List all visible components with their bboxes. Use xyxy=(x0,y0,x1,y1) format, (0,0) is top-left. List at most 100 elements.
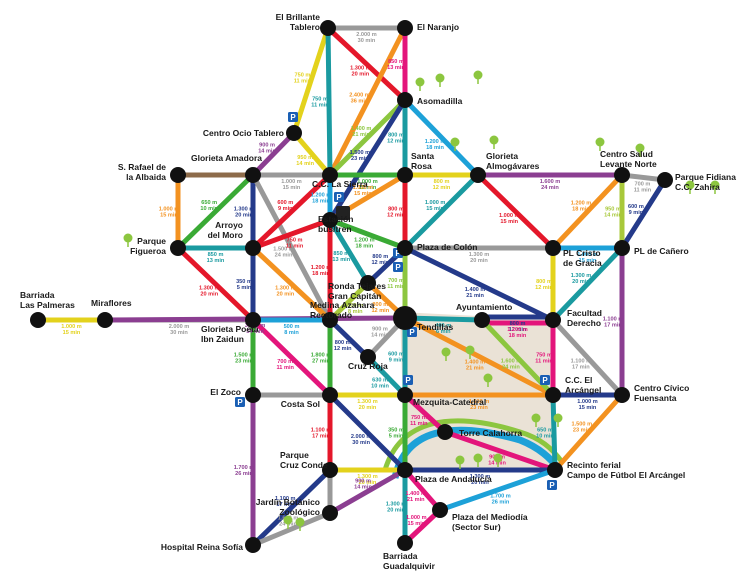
segment-distance-label: 1.100 m17 min xyxy=(571,359,592,371)
tree-icon xyxy=(474,454,483,463)
station-botanico[interactable] xyxy=(322,505,338,521)
station-almogavares[interactable] xyxy=(470,167,486,183)
station-miraflores[interactable] xyxy=(97,312,113,328)
segment-distance-label: 750 m11 min xyxy=(535,353,553,365)
segment-distance-label: 800 m12 min xyxy=(387,207,405,219)
parking-symbol: P xyxy=(395,263,401,272)
station-ayuntamiento[interactable] xyxy=(474,312,490,328)
station-cristo[interactable] xyxy=(545,240,561,256)
station-colon[interactable] xyxy=(397,240,413,256)
segment-distance-label: 600 m9 min xyxy=(628,204,644,216)
station-naranjo[interactable] xyxy=(397,20,413,36)
station-sofia[interactable] xyxy=(245,537,261,553)
segment-distance-label: 1.100 m17 min xyxy=(603,317,624,329)
parking-symbol: P xyxy=(409,328,415,337)
segment-distance-label: 1.300 m20 min xyxy=(350,66,371,78)
segment-distance-label: 2.000 m30 min xyxy=(351,434,372,446)
station-guadalquivir[interactable] xyxy=(397,535,413,551)
segment-distance-label: 350 m5 min xyxy=(236,279,252,291)
station-brillante[interactable] xyxy=(320,20,336,36)
segment-distance-label: 1.000 m15 min xyxy=(61,324,82,336)
station-tendillas[interactable] xyxy=(393,306,417,330)
segment-distance-label: 800 m12 min xyxy=(387,133,405,145)
station-costasol[interactable] xyxy=(322,387,338,403)
station-figueroa[interactable] xyxy=(170,240,186,256)
station-andalucia[interactable] xyxy=(397,462,413,478)
tree-icon xyxy=(596,138,605,147)
segment-distance-label: 1.700 m26 min xyxy=(234,465,255,477)
station-mezquita[interactable] xyxy=(397,387,413,403)
station-levante[interactable] xyxy=(614,167,630,183)
station-label-tejares: Ronda TejaresGran Capitán xyxy=(328,281,386,301)
station-label-canero: PL de Cañero xyxy=(634,246,689,256)
parking-symbol: P xyxy=(290,113,296,122)
segment-distance-label: 750 m11 min xyxy=(286,237,304,249)
station-label-tendillas: Tendillas xyxy=(417,322,453,332)
segment-distance-label: 1.500 m23 min xyxy=(572,422,593,434)
station-zoco[interactable] xyxy=(245,387,261,403)
station-label-costasol: Costa Sol xyxy=(281,399,320,409)
station-ferial[interactable] xyxy=(547,462,563,478)
station-label-guadalquivir: BarriadaGuadalquivir xyxy=(383,551,436,571)
station-mediodia[interactable] xyxy=(432,502,448,518)
station-label-sierra: C.C. La Sierra xyxy=(312,179,368,189)
station-amadora[interactable] xyxy=(245,167,261,183)
station-arcangel[interactable] xyxy=(545,387,561,403)
segment-distance-label: 2.000 m30 min xyxy=(169,324,190,336)
station-facultad[interactable] xyxy=(545,312,561,328)
segment-distance-label: 1.400 m21 min xyxy=(465,359,486,371)
station-ocio[interactable] xyxy=(286,125,302,141)
segment-distance-label: 700 m11 min xyxy=(277,359,295,371)
station-label-mediodia: Plaza del Mediodía(Sector Sur) xyxy=(452,512,528,532)
tree-icon xyxy=(532,414,541,423)
station-label-miraflores: Miraflores xyxy=(91,298,132,308)
segment-distance-label: 600 m9 min xyxy=(277,200,293,212)
segment-distance-label: 800 m12 min xyxy=(433,179,451,191)
station-label-cruzroja: Cruz Roja xyxy=(348,361,388,371)
station-fidiana[interactable] xyxy=(657,172,673,188)
station-label-colon: Plaza de Colón xyxy=(417,242,477,252)
station-arroyo[interactable] xyxy=(245,240,261,256)
station-rafael[interactable] xyxy=(170,167,186,183)
segment-distance-label: 800 m12 min xyxy=(371,254,389,266)
station-label-asomadilla: Asomadilla xyxy=(417,96,463,106)
tree-icon xyxy=(124,234,133,243)
tree-icon xyxy=(296,518,305,527)
segment-distance-label: 750 m11 min xyxy=(311,97,329,109)
station-label-mezquita: Mezquita-Catedral xyxy=(413,397,486,407)
segment-distance-label: 700 m11 min xyxy=(387,278,405,290)
station-asomadilla[interactable] xyxy=(397,92,413,108)
station-palmeras[interactable] xyxy=(30,312,46,328)
segment-distance-label: 2.000 m30 min xyxy=(356,32,377,44)
station-label-zoco: El Zoco xyxy=(210,387,241,397)
station-calahorra[interactable] xyxy=(437,424,453,440)
segment-distance-label: 1.200 m18 min xyxy=(354,237,375,249)
station-label-naranjo: El Naranjo xyxy=(417,22,459,32)
segment-distance-label: 1.200 m18 min xyxy=(571,200,592,212)
station-civico[interactable] xyxy=(614,387,630,403)
segment-distance-label: 1.000 m15 min xyxy=(406,515,427,527)
station-label-ocio: Centro Ocio Tablero xyxy=(203,128,284,138)
segment-distance-label: 1.000 m15 min xyxy=(577,399,598,411)
segment-distance-label: 600 m9 min xyxy=(388,352,404,364)
segment-distance-label: 1.300 m20 min xyxy=(275,286,296,298)
station-label-rafael: S. Rafael dela Albaida xyxy=(118,162,166,182)
station-canero[interactable] xyxy=(614,240,630,256)
